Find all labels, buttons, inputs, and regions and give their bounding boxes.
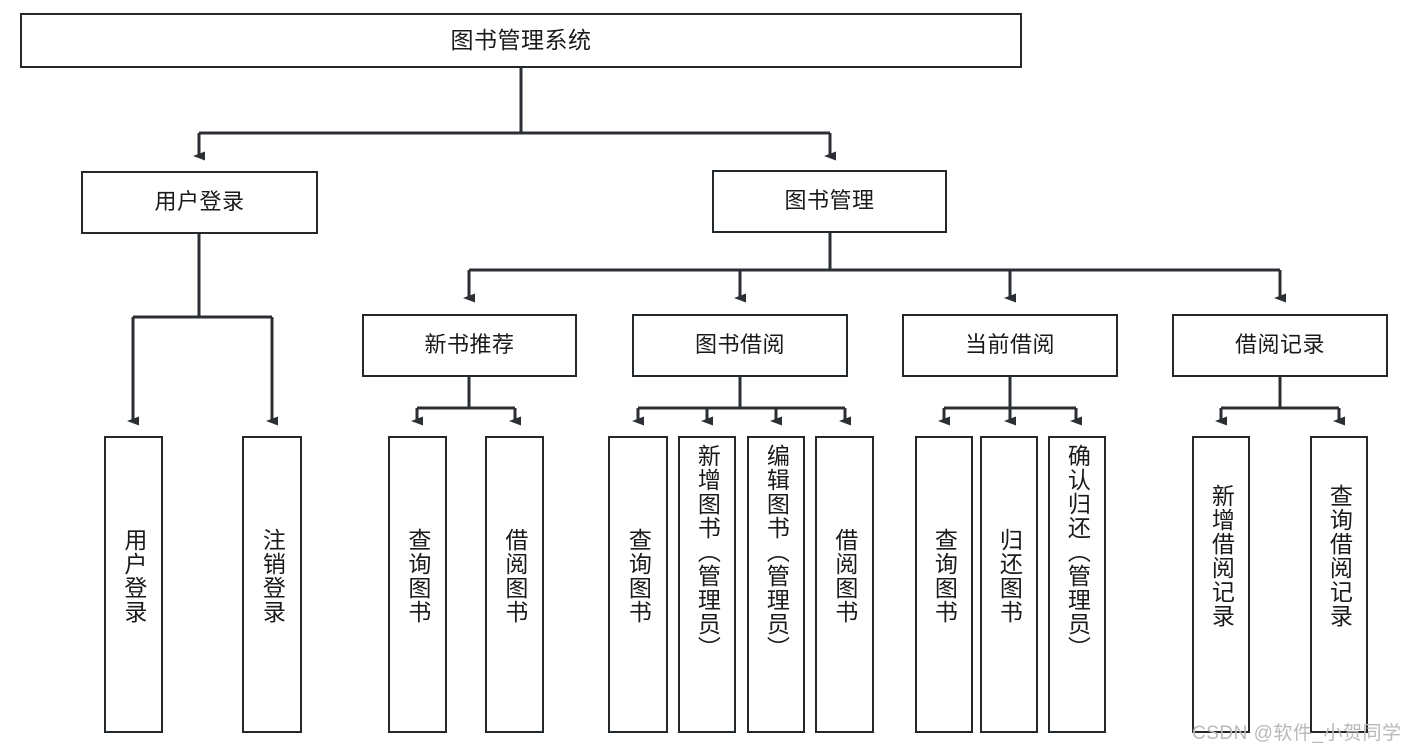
leaf-query-book-borrow[interactable]: 查询图书 <box>608 436 668 733</box>
node-label: 用户登录 <box>120 528 147 624</box>
node-root-system[interactable]: 图书管理系统 <box>20 13 1022 68</box>
node-label: 当前借阅 <box>964 332 1055 358</box>
node-label: 查询图书 <box>404 528 431 624</box>
leaf-logout[interactable]: 注销登录 <box>242 436 302 733</box>
leaf-query-book-recommend[interactable]: 查询图书 <box>388 436 447 733</box>
node-label: 借阅图书 <box>501 528 528 624</box>
node-label: 图书管理 <box>784 188 875 214</box>
node-label: 借阅图书 <box>831 528 858 624</box>
leaf-query-borrow-record[interactable]: 查询借阅记录 <box>1310 436 1368 733</box>
node-label: 查询图书 <box>625 528 652 624</box>
leaf-add-book-admin[interactable]: 新增图书（管理员） <box>678 436 736 733</box>
leaf-add-borrow-record[interactable]: 新增借阅记录 <box>1192 436 1250 733</box>
node-current-borrow[interactable]: 当前借阅 <box>902 314 1118 377</box>
node-label: 查询图书 <box>931 528 958 624</box>
leaf-borrow-book[interactable]: 借阅图书 <box>815 436 874 733</box>
node-label: 图书借阅 <box>694 332 785 358</box>
node-book-management[interactable]: 图书管理 <box>712 170 947 233</box>
node-label: 借阅记录 <box>1234 332 1325 358</box>
node-label: 新书推荐 <box>424 332 515 358</box>
leaf-edit-book-admin[interactable]: 编辑图书（管理员） <box>747 436 805 733</box>
node-label: 编辑图书（管理员） <box>763 444 790 660</box>
csdn-watermark: CSDN @软件_小贺同学 <box>1192 723 1402 744</box>
node-label: 归还图书 <box>996 528 1023 624</box>
leaf-borrow-book-recommend[interactable]: 借阅图书 <box>485 436 544 733</box>
node-label: 新增借阅记录 <box>1208 484 1235 628</box>
node-label: 图书管理系统 <box>450 26 592 53</box>
node-label: 用户登录 <box>154 189 245 215</box>
leaf-confirm-return-admin[interactable]: 确认归还（管理员） <box>1048 436 1106 733</box>
node-borrow-record[interactable]: 借阅记录 <box>1172 314 1388 377</box>
node-new-book-recommend[interactable]: 新书推荐 <box>362 314 577 377</box>
node-label: 查询借阅记录 <box>1326 484 1353 628</box>
node-label: 确认归还（管理员） <box>1064 444 1091 660</box>
node-label: 注销登录 <box>259 528 286 624</box>
node-book-borrow[interactable]: 图书借阅 <box>632 314 848 377</box>
node-label: 新增图书（管理员） <box>694 444 721 660</box>
leaf-query-book-current[interactable]: 查询图书 <box>915 436 973 733</box>
leaf-user-login[interactable]: 用户登录 <box>104 436 163 733</box>
leaf-return-book[interactable]: 归还图书 <box>980 436 1038 733</box>
node-user-login[interactable]: 用户登录 <box>81 171 318 234</box>
